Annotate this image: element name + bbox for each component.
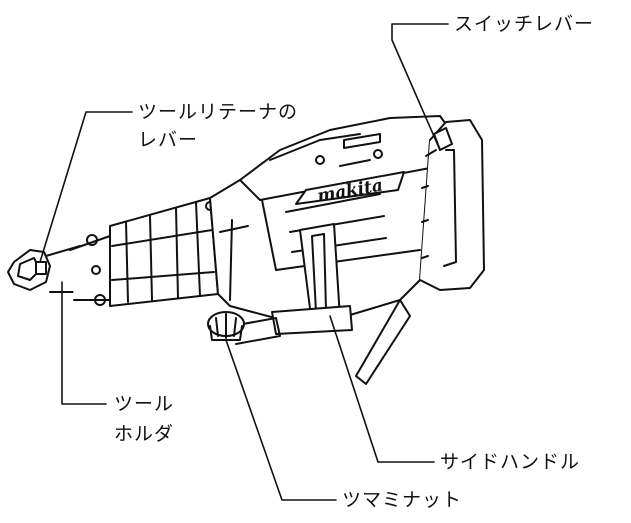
tool-holder-part <box>7 235 113 301</box>
brand-plate <box>295 171 405 205</box>
label-tool-retainer-lever-line1: ツールリテーナの <box>138 101 299 123</box>
bottom-pole <box>355 299 411 385</box>
leader-knob-nut <box>225 339 337 501</box>
leader-lines <box>39 23 449 501</box>
rear-handle <box>419 119 485 291</box>
label-tool-holder-line2: ホルダ <box>114 423 175 445</box>
leader-tool-retainer <box>39 111 133 263</box>
leader-switch-lever <box>391 23 449 151</box>
side-handle-part <box>231 223 353 345</box>
label-tool-holder-line1: ツール <box>114 393 175 415</box>
label-tool-retainer-lever-line2: レバー <box>138 129 199 151</box>
knob-nut-part <box>207 311 245 341</box>
label-knob-nut: ツマミナット <box>342 489 463 511</box>
label-side-handle: サイドハンドル <box>440 451 581 473</box>
leader-tool-holder <box>61 281 107 405</box>
leader-side-handle <box>329 315 435 463</box>
label-switch-lever: スイッチレバー <box>454 13 595 35</box>
